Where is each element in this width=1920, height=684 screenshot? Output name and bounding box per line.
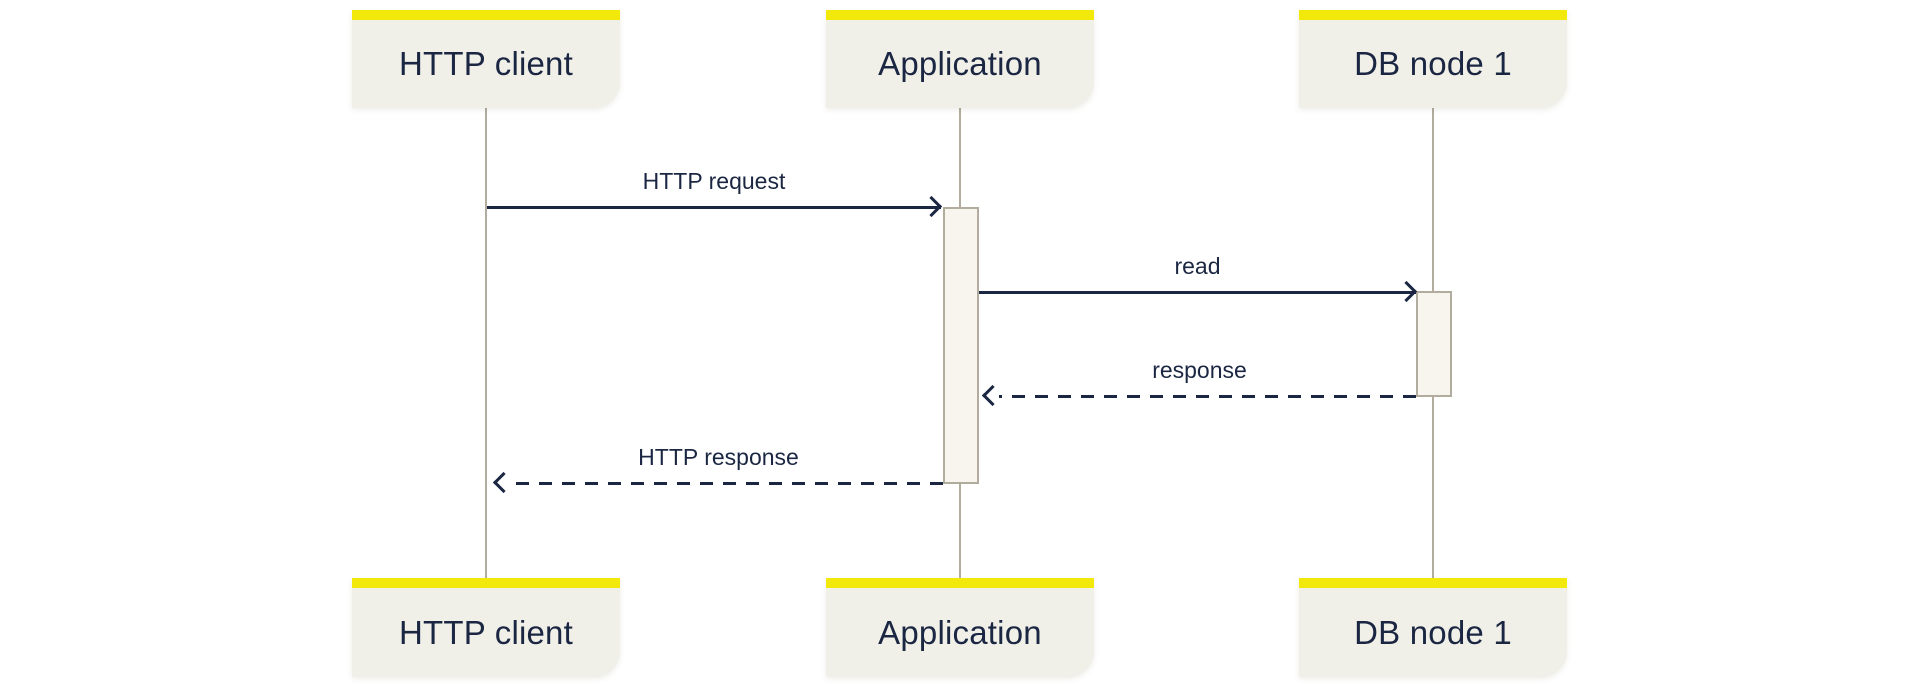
participant-accent-bar: [826, 10, 1094, 20]
message-line: [979, 291, 1416, 294]
participant-label: DB node 1: [1354, 45, 1512, 82]
message-label: HTTP request: [642, 168, 786, 194]
lifeline-http-client: [485, 108, 487, 578]
activation-db-node-1: [1416, 291, 1452, 397]
participant-http-client-top: HTTP client: [352, 10, 620, 108]
participant-accent-bar: [352, 578, 620, 588]
participant-label: Application: [878, 45, 1042, 82]
message-line: [510, 482, 943, 485]
participant-application-bottom: Application: [826, 578, 1094, 677]
message-label: HTTP response: [638, 444, 799, 470]
participant-accent-bar: [352, 10, 620, 20]
participant-http-client-bottom: HTTP client: [352, 578, 620, 677]
participant-accent-bar: [1299, 578, 1567, 588]
message-label: read: [1174, 253, 1221, 279]
participant-db-node-1-bottom: DB node 1: [1299, 578, 1567, 677]
message-line: [999, 395, 1416, 398]
arrowhead-left-icon: [981, 384, 1004, 407]
participant-label: Application: [878, 613, 1042, 651]
activation-application: [943, 207, 979, 484]
participant-application-top: Application: [826, 10, 1094, 108]
message-line: [487, 206, 941, 209]
participant-label: HTTP client: [399, 45, 573, 82]
message-label: response: [1152, 357, 1247, 383]
participant-accent-bar: [826, 578, 1094, 588]
participant-label: DB node 1: [1354, 613, 1512, 651]
participant-accent-bar: [1299, 10, 1567, 20]
arrowhead-left-icon: [492, 471, 515, 494]
arrowhead-right-icon: [920, 195, 943, 218]
arrowhead-right-icon: [1395, 280, 1418, 303]
participant-db-node-1-top: DB node 1: [1299, 10, 1567, 108]
participant-label: HTTP client: [399, 613, 573, 651]
